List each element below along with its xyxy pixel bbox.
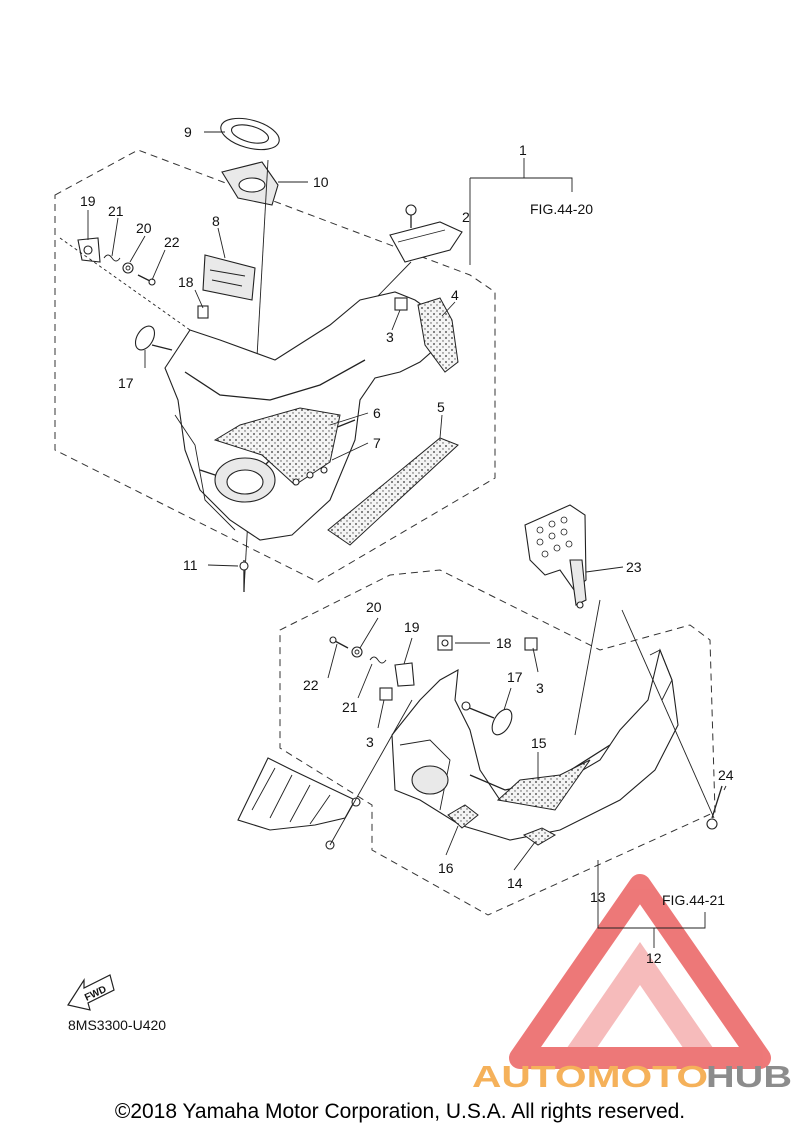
label-part-3-lower-left: 3 (366, 734, 374, 750)
label-part-24: 24 (718, 767, 734, 783)
lower-group-outline (279, 569, 716, 916)
part-3-upper (394, 297, 408, 311)
upper-fasteners (59, 237, 191, 331)
fig-ref-lower: FIG.44-21 (662, 892, 725, 908)
label-part-22-lower: 22 (303, 677, 319, 693)
part-2-bracket (377, 204, 463, 297)
label-part-7: 7 (373, 435, 381, 451)
label-part-9: 9 (184, 124, 192, 140)
leader-lines (87, 131, 727, 948)
watermark-text-a: AUTOMOTO (472, 1059, 708, 1094)
drawing-code: 8MS3300-U420 (68, 1017, 166, 1033)
part-9-gasket (220, 117, 280, 151)
label-part-20-upper: 20 (136, 220, 152, 236)
lower-cowl-body (391, 648, 679, 846)
left-lower-bracket (237, 699, 413, 850)
watermark-text-b: HUB (706, 1059, 792, 1094)
label-part-8: 8 (212, 213, 220, 229)
part-17-upper (134, 325, 173, 351)
label-part-5: 5 (437, 399, 445, 415)
fwd-arrow-icon: FWD (67, 974, 115, 1011)
label-part-6: 6 (373, 405, 381, 421)
label-part-18-lower: 18 (496, 635, 512, 651)
label-part-10: 10 (313, 174, 329, 190)
part-5-panel (327, 437, 459, 546)
label-part-14: 14 (507, 875, 523, 891)
label-part-20-lower: 20 (366, 599, 382, 615)
label-part-15: 15 (531, 735, 547, 751)
part-4-panel (417, 297, 459, 373)
label-part-3-lower-right: 3 (536, 680, 544, 696)
label-part-22-upper: 22 (164, 234, 180, 250)
label-part-11: 11 (183, 557, 198, 573)
label-part-17-upper: 17 (118, 375, 134, 391)
label-part-19-lower: 19 (404, 619, 420, 635)
upper-cowl-body (164, 291, 446, 541)
part-8-sticker (202, 254, 256, 301)
label-part-18-upper: 18 (178, 274, 194, 290)
label-part-21-upper: 21 (108, 203, 124, 219)
label-part-19-upper: 19 (80, 193, 96, 209)
copyright-text: ©2018 Yamaha Motor Corporation, U.S.A. A… (114, 1100, 686, 1123)
label-part-16: 16 (438, 860, 454, 876)
label-part-23: 23 (626, 559, 642, 575)
label-part-2: 2 (462, 209, 470, 225)
part-number-labels: 1 2 3 3 3 4 5 6 7 8 9 10 11 12 13 14 15 … (80, 124, 734, 966)
part-23-stay (524, 504, 587, 609)
label-part-1: 1 (519, 142, 527, 158)
part-11-bolt (239, 560, 249, 592)
label-part-12: 12 (646, 950, 662, 966)
part-24-bolt (706, 785, 723, 830)
part-18-upper (197, 305, 209, 319)
part-17-lower (461, 701, 513, 736)
part-10-bracket (221, 161, 279, 206)
label-part-4: 4 (451, 287, 459, 303)
label-part-3-upper: 3 (386, 329, 394, 345)
lower-fasteners (329, 635, 538, 701)
label-part-21-lower: 21 (342, 699, 358, 715)
label-part-13: 13 (590, 889, 606, 905)
fig-ref-upper: FIG.44-20 (530, 201, 593, 217)
label-part-17-lower: 17 (507, 669, 523, 685)
watermark-logo (509, 874, 771, 1069)
